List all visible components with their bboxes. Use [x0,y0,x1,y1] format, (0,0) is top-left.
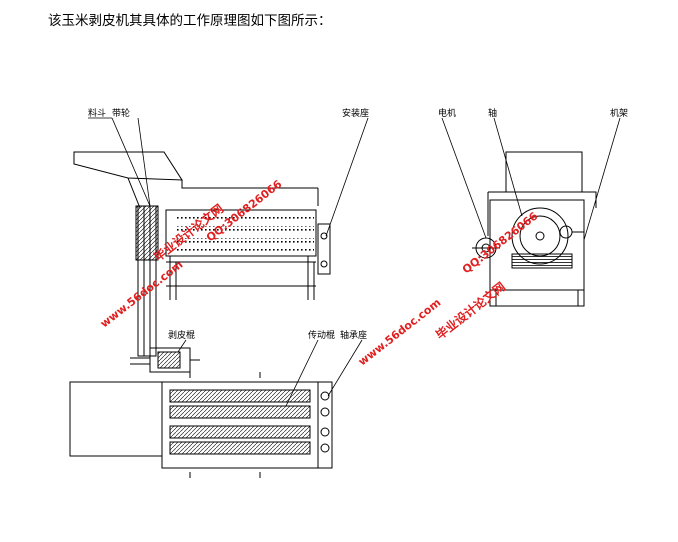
belt-pulley [135,205,159,261]
watermark-left: 毕业设计论文网 www.56doc.com QQ:306826066 [98,177,285,330]
peeling-roller-top-1 [169,389,311,403]
label-mounting-seat: 安装座 [342,107,369,119]
leader-lines [88,117,621,407]
label-hopper: 料斗 [88,107,106,119]
label-peeling-roller: 剥皮棍 [168,329,195,341]
peeling-roller-top-4 [169,441,311,455]
front-view [73,151,331,357]
peeling-roller-top-3 [169,425,311,439]
label-frame: 机架 [610,107,628,119]
watermark-right: QQ:306826066 www.56doc.com 毕业设计论文网 [356,209,541,368]
hopper-top [69,381,163,457]
label-motor: 电机 [438,107,456,119]
hopper [73,151,183,181]
label-bearing-seat: 轴承座 [340,329,367,341]
label-shaft: 轴 [488,107,497,119]
watermark-site-name-2: 毕业设计论文网 [433,279,508,343]
page-caption: 该玉米剥皮机其具体的工作原理图如下图所示： [48,13,332,29]
peeling-roller-top-2 [169,405,311,419]
mounting-seat [317,223,331,275]
watermark-website-2: www.56doc.com [356,296,444,368]
watermark-website-1: www.56doc.com [98,258,186,330]
bearing-seat [317,381,333,469]
side-frame [489,199,585,307]
label-drive-roller: 传动棍 [308,329,335,341]
top-view [69,347,333,478]
side-view [472,151,597,307]
label-belt-pulley: 带轮 [112,107,130,119]
